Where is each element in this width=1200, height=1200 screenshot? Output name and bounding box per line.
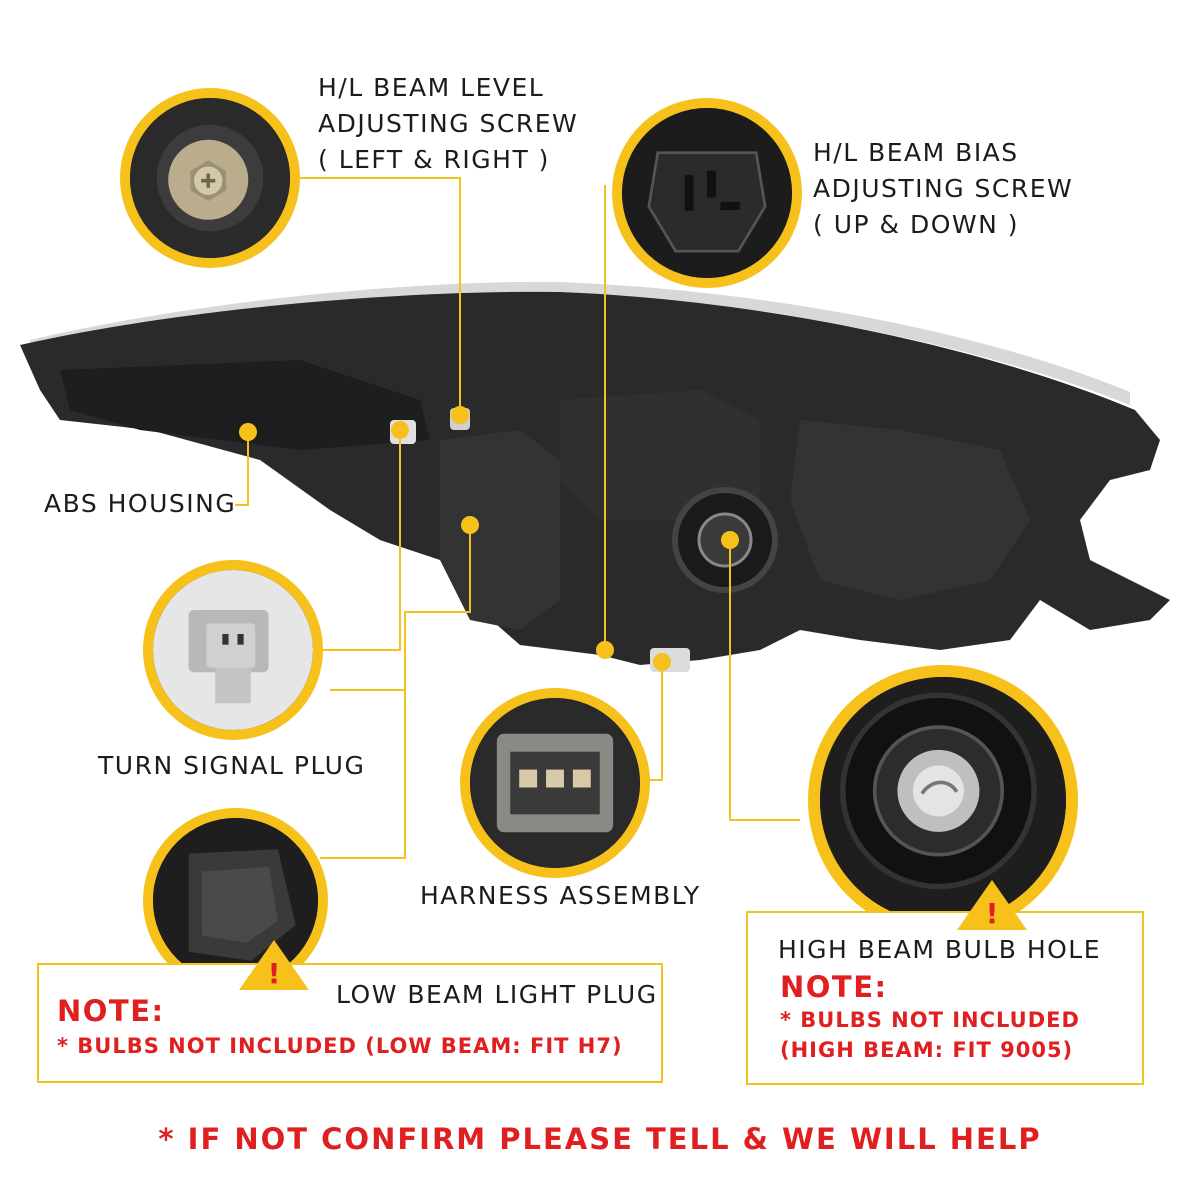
footer-message: * IF NOT CONFIRM PLEASE TELL & WE WILL H…: [158, 1122, 1042, 1156]
harness-detail: [460, 688, 650, 878]
low-beam-note-title: NOTE:: [57, 994, 165, 1028]
high-beam-note-line-1: * BULBS NOT INCLUDED: [780, 1008, 1080, 1032]
bias-screw-line-1: H/L BEAM BIAS: [813, 138, 1019, 167]
harness-icon: [470, 698, 640, 868]
screw-icon: [130, 98, 290, 258]
harness-label: HARNESS ASSEMBLY: [420, 881, 701, 910]
low-beam-label: LOW BEAM LIGHT PLUG: [336, 980, 658, 1009]
high-beam-note-title: NOTE:: [780, 970, 888, 1004]
low-beam-note-text: * BULBS NOT INCLUDED (LOW BEAM: FIT H7): [57, 1034, 623, 1058]
high-beam-label: HIGH BEAM BULB HOLE: [778, 935, 1102, 964]
high-beam-note-line-2: (HIGH BEAM: FIT 9005): [780, 1038, 1074, 1062]
level-screw-label: H/L BEAM LEVEL ADJUSTING SCREW ( LEFT & …: [318, 70, 578, 178]
bias-screw-line-3: ( UP & DOWN ): [813, 210, 1020, 239]
bias-screw-label: H/L BEAM BIAS ADJUSTING SCREW ( UP & DOW…: [813, 135, 1073, 243]
bulb-hole-icon: [820, 677, 1066, 923]
bias-screw-detail: [612, 98, 802, 288]
high-beam-hole-detail: [808, 665, 1078, 935]
plug-icon: [153, 570, 313, 730]
socket-icon: [153, 818, 318, 983]
level-screw-line-3: ( LEFT & RIGHT ): [318, 145, 550, 174]
turn-signal-plug-detail: [143, 560, 323, 740]
low-beam-note-box: [37, 963, 663, 1083]
warning-icon: !: [957, 880, 1027, 930]
level-screw-line-2: ADJUSTING SCREW: [318, 109, 579, 138]
high-warning-mark: !: [986, 897, 999, 930]
warning-icon: !: [239, 940, 309, 990]
level-screw-detail: [120, 88, 300, 268]
low-warning-mark: !: [268, 957, 281, 990]
abs-housing-label: ABS HOUSING: [44, 489, 237, 518]
level-screw-line-1: H/L BEAM LEVEL: [318, 73, 545, 102]
low-beam-plug-detail: [143, 808, 328, 993]
turn-signal-label: TURN SIGNAL PLUG: [98, 751, 366, 780]
connector-icon: [622, 108, 792, 278]
bias-screw-line-2: ADJUSTING SCREW: [813, 174, 1074, 203]
high-beam-note-box: [746, 911, 1144, 1085]
